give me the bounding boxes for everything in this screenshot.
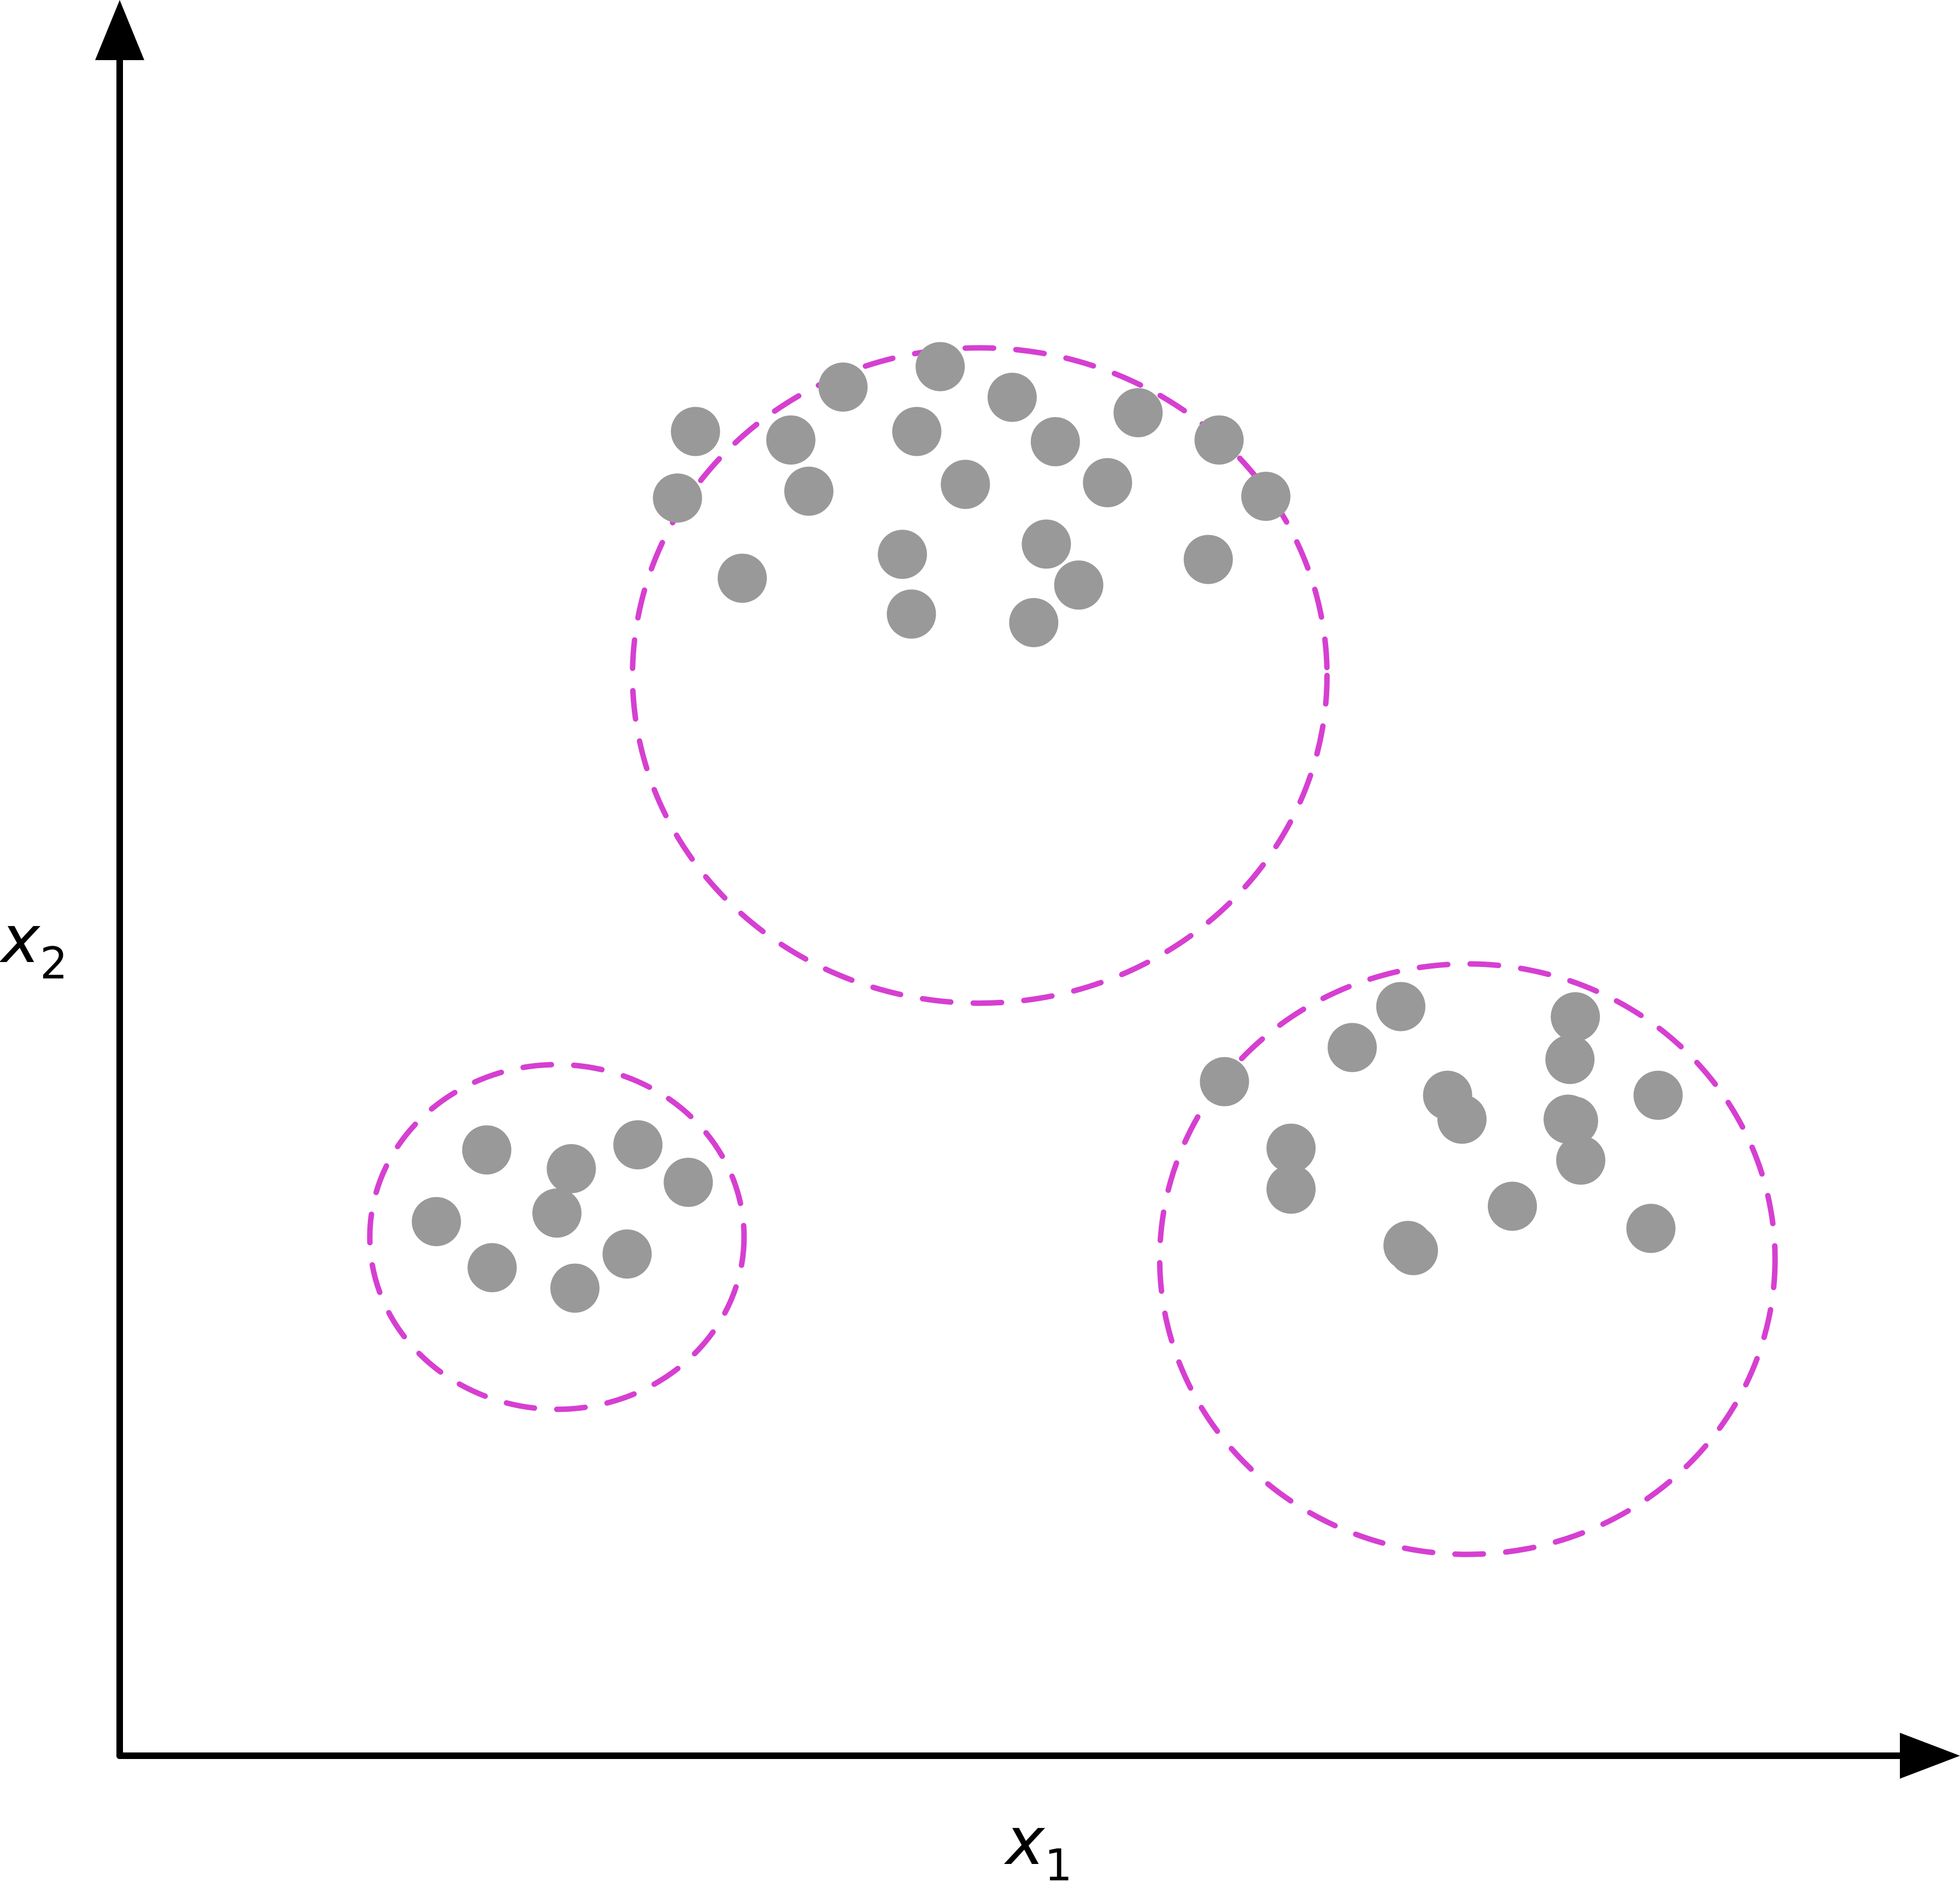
data-point-c1-7 <box>892 407 942 456</box>
data-point-c1-11 <box>784 466 834 516</box>
data-point-c3-3 <box>1328 1023 1377 1072</box>
data-point-c3-14 <box>1488 1181 1538 1231</box>
data-point-c3-1 <box>1376 982 1425 1031</box>
data-point-c3-13 <box>1266 1164 1316 1214</box>
data-point-c2-6 <box>412 1197 461 1246</box>
data-point-c1-21 <box>1009 597 1059 647</box>
data-point-c1-16 <box>1022 519 1071 569</box>
data-point-c3-8 <box>1437 1094 1487 1144</box>
x-axis-arrowhead <box>1900 1733 1960 1779</box>
data-point-c1-15 <box>878 530 928 579</box>
data-point-c1-8 <box>1030 417 1080 467</box>
data-point-c3-11 <box>1266 1123 1316 1173</box>
data-point-c3-4 <box>1545 1035 1595 1084</box>
cluster-outline-1 <box>630 345 1330 1006</box>
y-axis-label-base: x <box>0 902 41 978</box>
x-axis-label-base: x <box>1004 1804 1046 1880</box>
data-point-c1-4 <box>1113 388 1163 437</box>
data-point-c3-7 <box>1633 1070 1683 1120</box>
data-point-c2-1 <box>462 1125 512 1175</box>
data-point-c1-2 <box>818 362 868 412</box>
x-axis-label-subscript: 1 <box>1044 1840 1072 1882</box>
data-point-c2-7 <box>467 1243 517 1293</box>
data-point-c2-5 <box>532 1188 582 1238</box>
data-point-c1-14 <box>1241 471 1291 521</box>
cluster-outline-3 <box>1157 961 1778 1557</box>
data-point-c2-4 <box>664 1158 713 1207</box>
data-point-c1-19 <box>1054 560 1104 610</box>
cluster-outlines <box>367 345 1778 1557</box>
y-axis-arrowhead <box>95 0 144 60</box>
data-point-c3-17 <box>1626 1204 1676 1253</box>
data-point-c2-9 <box>550 1263 600 1313</box>
cluster-outline-2 <box>367 1062 747 1412</box>
data-point-c1-10 <box>653 473 702 523</box>
data-point-c2-2 <box>613 1120 663 1170</box>
data-point-c3-5 <box>1200 1057 1249 1106</box>
data-points <box>412 342 1683 1313</box>
data-point-c1-3 <box>987 372 1037 422</box>
data-point-c1-20 <box>887 589 936 639</box>
data-point-c1-9 <box>1194 415 1244 465</box>
x-axis-label: x1 <box>1004 1804 1072 1882</box>
data-point-c2-3 <box>547 1144 596 1194</box>
data-point-c1-5 <box>671 407 720 456</box>
data-point-c3-16 <box>1388 1226 1438 1275</box>
y-axis-label-subscript: 2 <box>40 938 68 989</box>
data-point-c1-18 <box>718 553 767 603</box>
data-point-c1-17 <box>1183 535 1233 584</box>
data-point-c1-13 <box>1083 458 1132 507</box>
data-point-c1-1 <box>916 342 965 391</box>
y-axis-label: x2 <box>0 902 68 989</box>
data-point-c3-10 <box>1548 1096 1598 1146</box>
data-point-c3-2 <box>1551 992 1600 1042</box>
data-point-c3-12 <box>1556 1135 1606 1185</box>
data-point-c1-12 <box>941 460 990 509</box>
data-point-c2-8 <box>602 1229 652 1279</box>
data-point-c1-6 <box>766 415 815 465</box>
